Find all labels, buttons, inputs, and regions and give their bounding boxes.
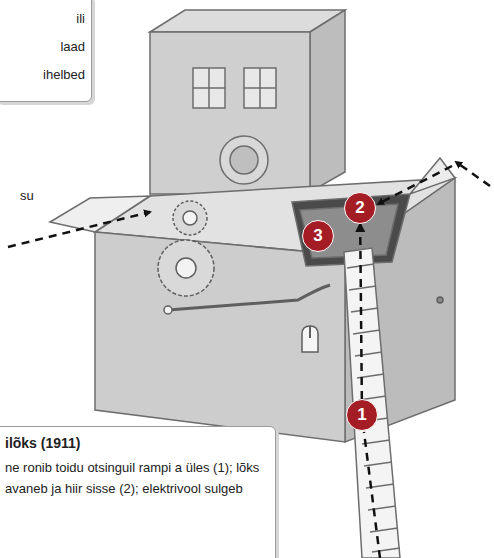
node-text: 2: [355, 198, 364, 218]
cropped-label: su: [20, 188, 34, 203]
text-box: ili laad ihelbed: [0, 0, 92, 102]
node-text: 3: [313, 226, 322, 246]
gear-mechanism: [158, 201, 443, 352]
trap-box: [50, 158, 455, 442]
dashed-arrow: [360, 224, 362, 399]
callout-number: 1: [346, 399, 378, 431]
text-box: ilõks (1911) ne ronib toidu otsinguil ram…: [0, 426, 276, 558]
node-text: ne ronib toidu otsinguil rampi a üles (1…: [5, 457, 269, 499]
node-text: 1: [357, 405, 366, 425]
ramp-ladder: [344, 248, 400, 558]
callout-number: 2: [344, 192, 376, 224]
caption-heading: ilõks (1911): [5, 435, 269, 451]
callout-number: 3: [302, 220, 334, 252]
node-text: ili laad ihelbed: [0, 5, 85, 89]
house: [150, 10, 345, 194]
